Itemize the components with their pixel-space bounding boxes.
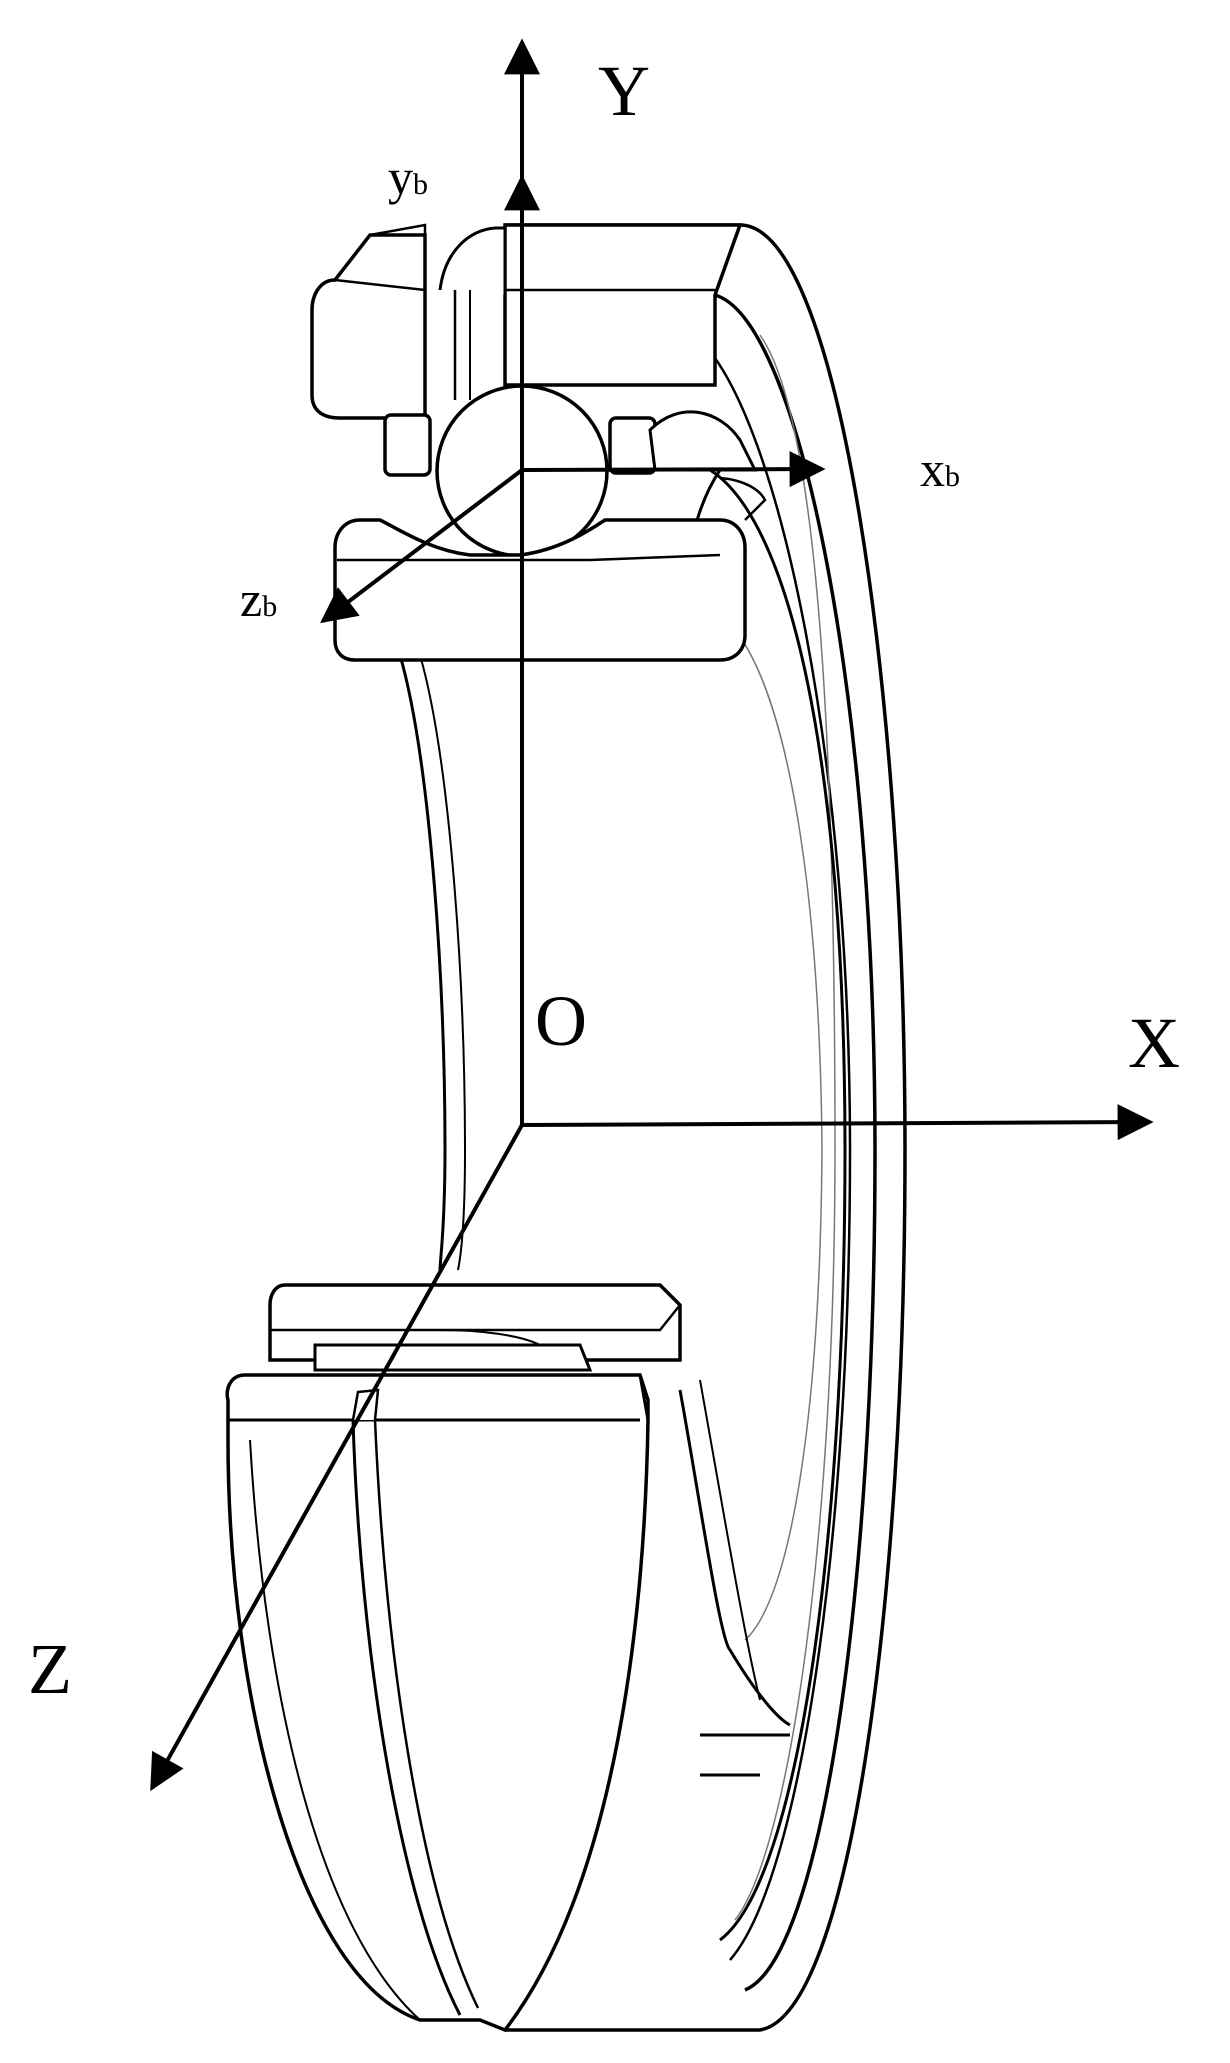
zb-label-sub: b — [262, 590, 278, 623]
top-inner-section — [333, 476, 767, 662]
origin-label: O — [535, 981, 587, 1061]
xb-axis-label: xb — [920, 440, 960, 498]
x-axis-label: X — [1128, 1003, 1180, 1083]
inner-ring — [398, 468, 847, 1942]
x-axis — [521, 1104, 1154, 1141]
ball-axes — [320, 174, 826, 624]
bottom-section — [225, 1283, 682, 2033]
top-outer-section — [310, 223, 743, 420]
y-axis-label: Y — [598, 51, 650, 131]
z-axis-label: Z — [28, 1629, 72, 1709]
yb-label-sub: b — [413, 168, 428, 201]
xb-label-sub: b — [945, 460, 960, 493]
z-axis — [150, 1124, 524, 1792]
yb-axis-label: yb — [388, 148, 428, 206]
xb-axis — [521, 451, 826, 488]
zb-label-main: z — [240, 571, 263, 627]
zb-axis-label: zb — [240, 570, 277, 628]
yb-label-main: y — [388, 149, 413, 205]
zb-axis — [320, 468, 524, 624]
xb-label-main: x — [920, 441, 945, 497]
